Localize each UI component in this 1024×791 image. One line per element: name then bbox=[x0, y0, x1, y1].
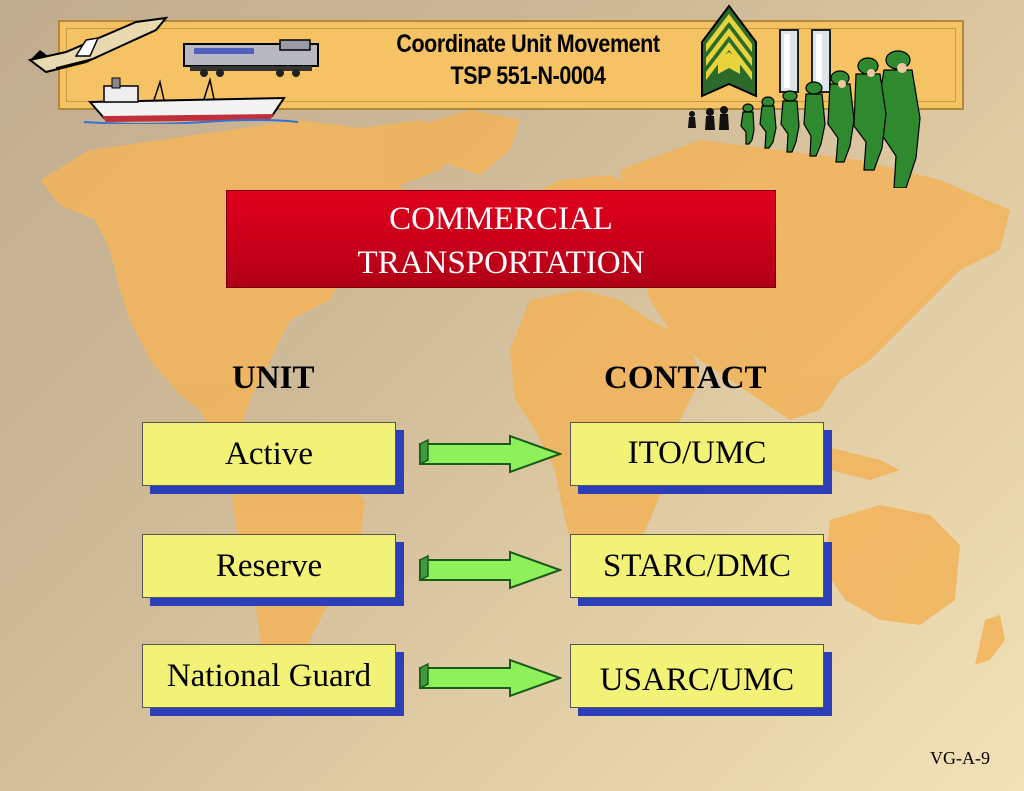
contact-label: STARC/DMC bbox=[602, 547, 792, 584]
airplane-icon bbox=[27, 16, 169, 74]
slide-code: VG-A-9 bbox=[930, 748, 990, 768]
unit-box-reserve: Reserve bbox=[142, 534, 396, 598]
unit-box-active: Active bbox=[142, 422, 396, 486]
unit-label: Active bbox=[225, 435, 313, 472]
banner-line1: COMMERCIAL bbox=[389, 201, 613, 237]
unit-label: National Guard bbox=[166, 657, 372, 694]
arrow-right-icon bbox=[419, 434, 562, 474]
contact-box-starc-dmc: STARC/DMC bbox=[570, 534, 824, 598]
contact-box-usarc-umc: USARC/UMC bbox=[570, 644, 824, 708]
commercial-transportation-banner: COMMERCIAL TRANSPORTATION bbox=[226, 190, 776, 288]
unit-label: Reserve bbox=[215, 547, 323, 584]
header-title-line1: Coordinate Unit Movement bbox=[396, 30, 660, 58]
first-sergeant-insignia-icon bbox=[701, 4, 757, 98]
contact-box-ito-umc: ITO/UMC bbox=[570, 422, 824, 486]
header-title-line2: TSP 551-N-0004 bbox=[450, 62, 606, 90]
cargo-ship-icon bbox=[84, 77, 298, 124]
arrow-right-icon bbox=[419, 550, 562, 590]
unit-box-national-guard: National Guard bbox=[142, 644, 396, 708]
header-title: Coordinate Unit Movement TSP 551-N-0004 bbox=[373, 28, 683, 92]
banner-line2: TRANSPORTATION bbox=[357, 245, 645, 281]
contact-column-heading: CONTACT bbox=[604, 360, 767, 396]
arrow-right-icon bbox=[419, 658, 562, 698]
contact-label: USARC/UMC bbox=[599, 662, 795, 698]
contact-label: ITO/UMC bbox=[627, 435, 767, 471]
marching-soldiers-icon bbox=[688, 50, 921, 188]
locomotive-icon bbox=[183, 39, 319, 77]
unit-column-heading: UNIT bbox=[232, 360, 315, 396]
